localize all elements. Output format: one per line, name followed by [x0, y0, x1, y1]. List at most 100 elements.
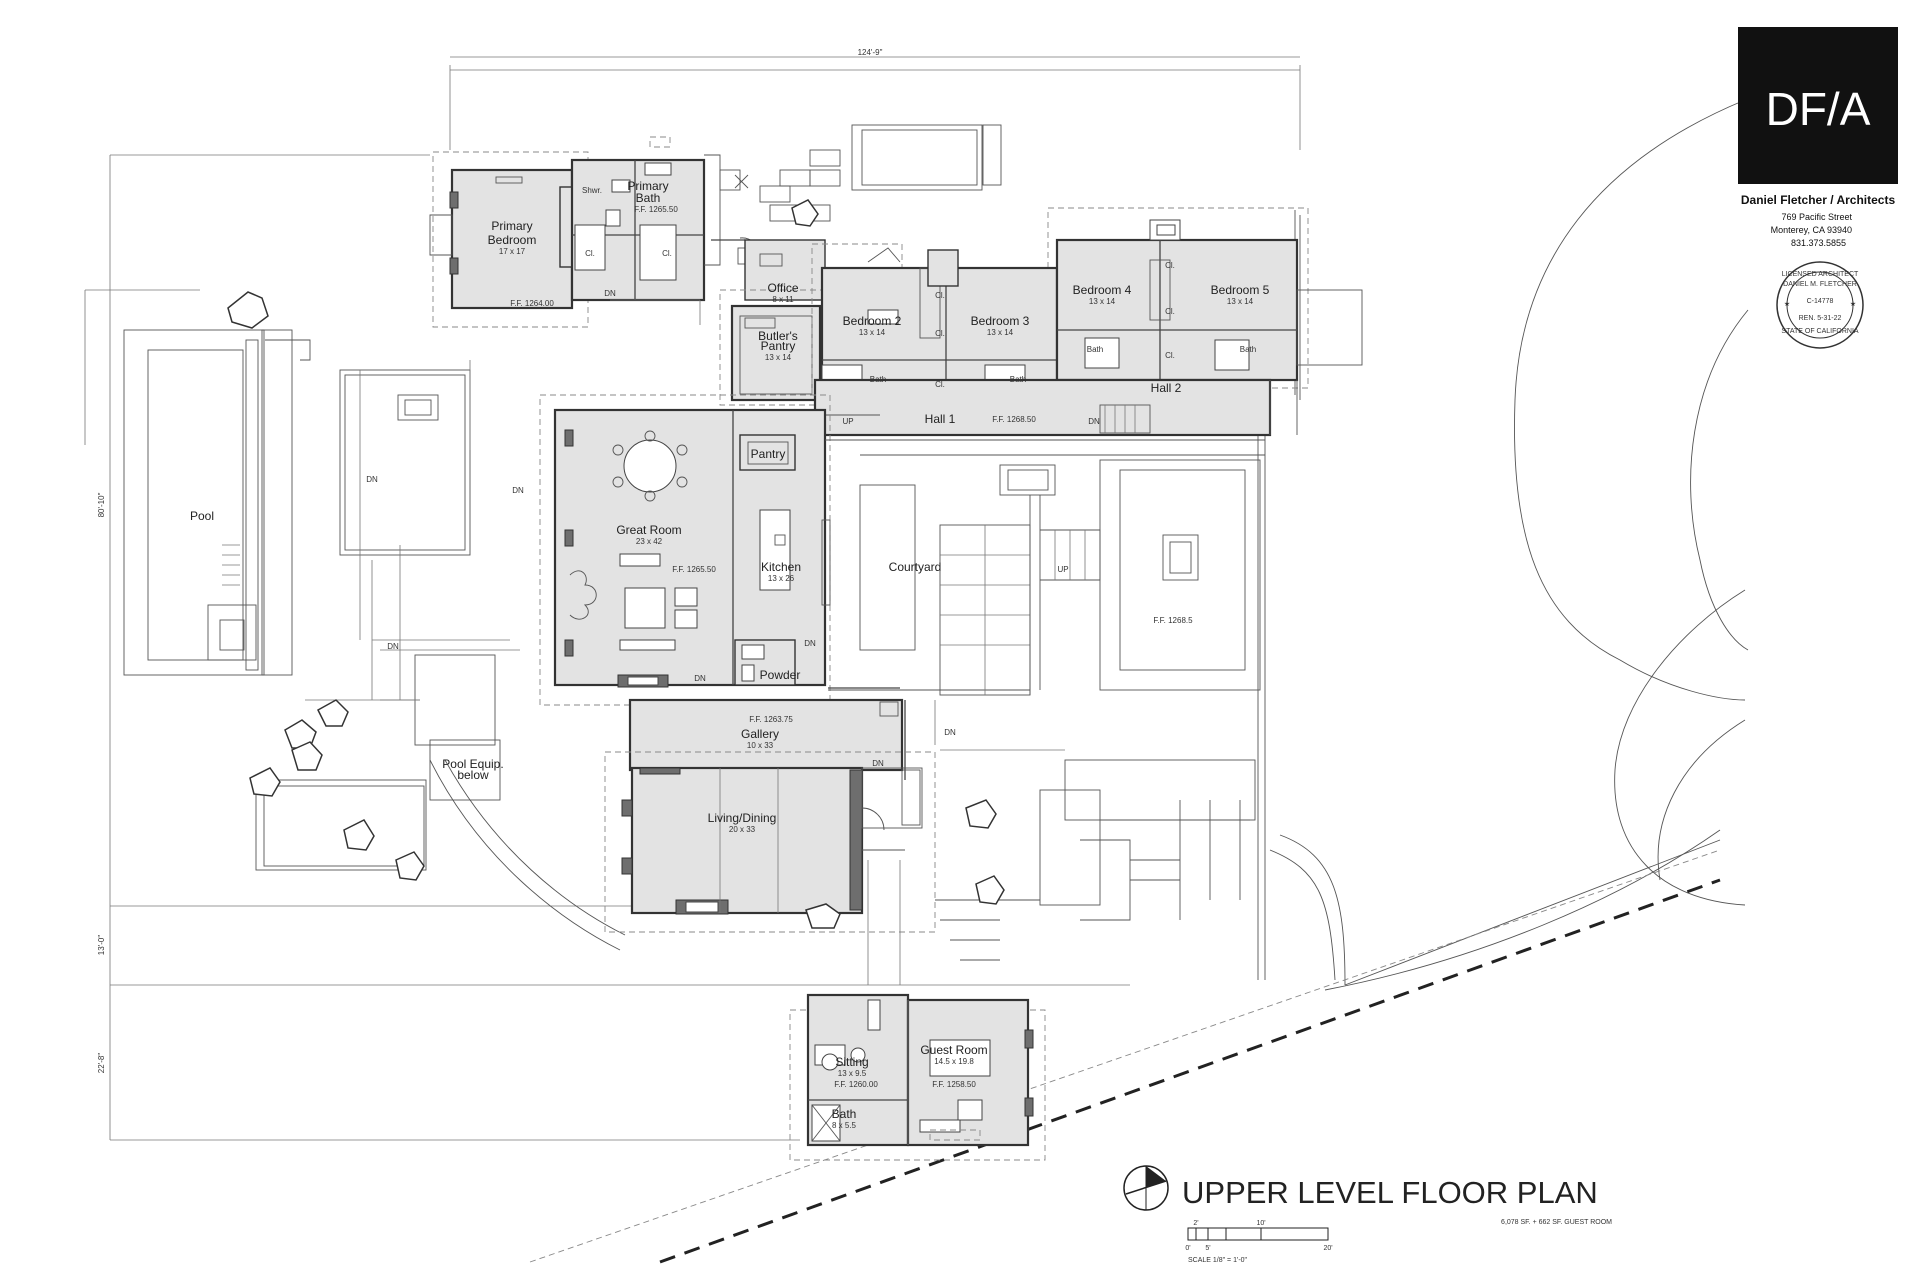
hall-up-note: UP — [842, 417, 853, 426]
dimension-labels: 124'-9" 80'-10" 13'-0" 22'-8" — [97, 48, 1300, 1073]
living-dining-label: Living/Dining — [708, 811, 777, 825]
courtyard-label: Courtyard — [889, 560, 942, 574]
logo-text: DF/A — [1766, 83, 1871, 135]
bedroom-5-size: 13 x 14 — [1227, 297, 1254, 306]
great-room-dn-note: DN — [694, 674, 706, 683]
great-room-kitchen — [539, 394, 831, 706]
scale-tick-5: 5' — [1205, 1245, 1210, 1252]
bedroom-4-bath: Bath — [1087, 345, 1103, 354]
bedroom-2-closet: Cl. — [935, 291, 945, 300]
halls — [813, 289, 1363, 437]
guest-bath-size: 8 x 5.5 — [832, 1121, 857, 1130]
primary-bedroom-ff: F.F. 1264.00 — [510, 299, 554, 308]
pool-dn-note-3: DN — [387, 642, 399, 651]
seal-top: LICENSED ARCHITECT — [1782, 271, 1859, 278]
powder-label: Powder — [760, 668, 801, 682]
bedroom-2-label: Bedroom 2 — [843, 314, 902, 328]
great-room-size: 23 x 42 — [636, 537, 663, 546]
pool-label: Pool — [190, 509, 214, 523]
bedroom-5-closet: Cl. — [1165, 307, 1175, 316]
pool-equip-label-2: below — [457, 768, 489, 782]
scale-tick-20: 20' — [1323, 1245, 1332, 1252]
boulders — [227, 199, 1005, 929]
butlers-pantry-label-2: Pantry — [761, 339, 796, 353]
kitchen-size: 13 x 26 — [768, 574, 795, 583]
bedroom-3-bath: Bath — [1010, 375, 1026, 384]
upper-terrace — [719, 124, 1002, 222]
living-dining-size: 20 x 33 — [729, 825, 756, 834]
area-note: 6,078 SF. + 662 SF. GUEST ROOM — [1501, 1219, 1612, 1226]
primary-bath-ff: F.F. 1265.50 — [634, 205, 678, 214]
primary-bath-label: Primary — [627, 179, 668, 193]
seal-star-left-icon: ★ — [1784, 300, 1790, 308]
hall-2-label: Hall 2 — [1151, 381, 1182, 395]
gallery-size: 10 x 33 — [747, 741, 774, 750]
gallery-living — [604, 698, 1065, 985]
primary-dn-note: DN — [604, 289, 616, 298]
guest-room-ff: F.F. 1258.50 — [932, 1080, 976, 1089]
bedroom-3-size: 13 x 14 — [987, 328, 1014, 337]
title-block: DF/A Daniel Fletcher / Architects 769 Pa… — [1738, 27, 1898, 349]
guest-house — [789, 993, 1046, 1161]
primary-bath-shower: Shwr. — [582, 186, 602, 195]
butlers-pantry-label: Butler's — [758, 329, 798, 343]
dim-left-upper: 80'-10" — [97, 492, 106, 517]
courtyard-up-note: UP — [1057, 565, 1068, 574]
logo-box — [1738, 27, 1898, 184]
primary-closet-2: Cl. — [662, 249, 672, 258]
office-size: 8 x 11 — [772, 295, 794, 304]
bedroom-3-closet: Cl. — [935, 329, 945, 338]
kitchen-label: Kitchen — [761, 560, 801, 574]
primary-bath-label-2: Bath — [636, 191, 661, 205]
bedroom-4-closet: Cl. — [1165, 261, 1175, 270]
bedroom-2-bath: Bath — [870, 375, 886, 384]
guest-room-label: Guest Room — [920, 1043, 987, 1057]
hall-dn-note: DN — [1088, 417, 1100, 426]
butlers-pantry-size: 13 x 14 — [765, 353, 792, 362]
north-arrow-icon — [1123, 1165, 1169, 1211]
primary-bedroom-size: 17 x 17 — [499, 247, 526, 256]
scale-label: SCALE 1/8" = 1'-0" — [1188, 1257, 1248, 1264]
scale-tick-10: 10' — [1256, 1220, 1265, 1227]
hall-1-label: Hall 1 — [925, 412, 956, 426]
kitchen-dn-note: DN — [804, 639, 816, 648]
primary-bedroom-label: Primary — [491, 219, 532, 233]
primary-closet-1: Cl. — [585, 249, 595, 258]
sitting-size: 13 x 9.5 — [838, 1069, 867, 1078]
seal-bottom: STATE OF CALIFORNIA — [1781, 328, 1858, 335]
hall-1-closet: Cl. — [935, 380, 945, 389]
bedroom-3-label: Bedroom 3 — [971, 314, 1030, 328]
pantry-label: Pantry — [751, 447, 786, 461]
bedroom-5-label: Bedroom 5 — [1211, 283, 1270, 297]
firm-street: 769 Pacific Street — [1781, 212, 1852, 222]
sitting-ff: F.F. 1260.00 — [834, 1080, 878, 1089]
terrace-ff: F.F. 1268.5 — [1153, 616, 1193, 625]
hall-2-closet: Cl. — [1165, 351, 1175, 360]
seal-star-right-icon: ★ — [1850, 300, 1856, 308]
firm-city: Monterey, CA 93940 — [1771, 225, 1852, 235]
guest-bath-label: Bath — [832, 1107, 857, 1121]
pool-area — [123, 329, 520, 871]
seal-number: C-14778 — [1807, 298, 1834, 305]
great-room-ff: F.F. 1265.50 — [672, 565, 716, 574]
bedroom-4-size: 13 x 14 — [1089, 297, 1116, 306]
architect-seal: LICENSED ARCHITECT DANIEL M. FLETCHER C-… — [1776, 261, 1864, 349]
primary-suite — [429, 136, 761, 328]
pool-dn-note-2: DN — [512, 486, 524, 495]
firm-phone: 831.373.5855 — [1791, 238, 1846, 248]
seal-name: DANIEL M. FLETCHER — [1783, 281, 1857, 288]
dim-left-mid: 13'-0" — [97, 935, 106, 956]
firm-name: Daniel Fletcher / Architects — [1741, 193, 1896, 207]
pool-equip-label: Pool Equip. — [442, 757, 503, 771]
great-room-label: Great Room — [616, 523, 681, 537]
scale-tick-2: 2' — [1193, 1220, 1198, 1227]
plan-title: UPPER LEVEL FLOOR PLAN — [1182, 1175, 1598, 1210]
gallery-label: Gallery — [741, 727, 779, 741]
gallery-dn-note: DN — [872, 759, 884, 768]
exterior-dn-note: DN — [944, 728, 956, 737]
seal-renewal: REN. 5-31-22 — [1799, 315, 1842, 322]
primary-bedroom-label-2: Bedroom — [488, 233, 537, 247]
plan-title-block: UPPER LEVEL FLOOR PLAN 6,078 SF. + 662 S… — [1123, 1165, 1612, 1264]
sitting-label: Sitting — [835, 1055, 868, 1069]
